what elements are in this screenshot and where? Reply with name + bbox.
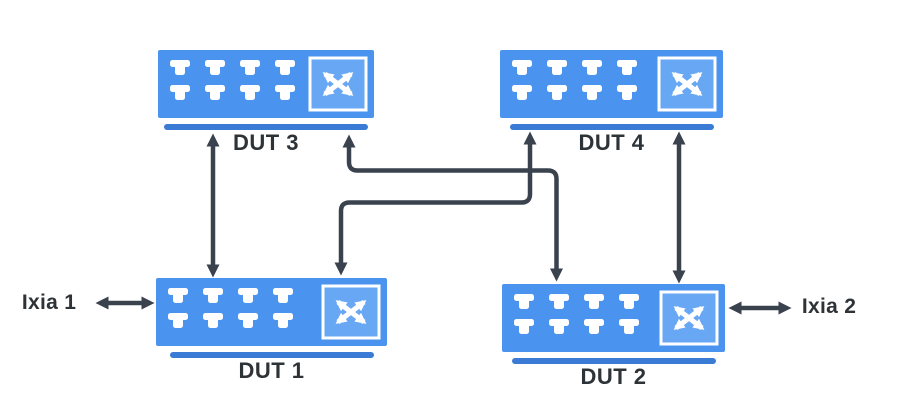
crossbar-switch-icon <box>321 284 381 340</box>
port-grid <box>170 60 295 100</box>
ethernet-port-icon <box>619 294 639 309</box>
ethernet-port-icon <box>275 85 295 100</box>
ethernet-port-icon <box>582 60 602 75</box>
device-label: DUT 2 <box>580 364 647 389</box>
switch-chassis <box>156 278 387 346</box>
ethernet-port-icon <box>203 313 223 328</box>
link-dut4-dut1 <box>334 131 537 276</box>
ethernet-port-icon <box>273 288 293 303</box>
ethernet-port-icon <box>203 288 223 303</box>
ethernet-port-icon <box>205 60 225 75</box>
ethernet-port-icon <box>240 85 260 100</box>
switch-chassis <box>500 50 723 118</box>
ethernet-port-icon <box>168 288 188 303</box>
ethernet-port-icon <box>238 313 258 328</box>
ethernet-port-icon <box>170 85 190 100</box>
ethernet-port-icon <box>275 60 295 75</box>
ethernet-port-icon <box>514 294 534 309</box>
crossbar-switch-icon <box>659 290 719 346</box>
ethernet-port-icon <box>205 85 225 100</box>
endpoint-label-ixia2: Ixia 2 <box>801 295 857 318</box>
ethernet-port-icon <box>584 319 604 334</box>
endpoint-label-ixia1: Ixia 1 <box>21 291 77 314</box>
ethernet-port-icon <box>582 85 602 100</box>
device-underline <box>169 352 374 358</box>
device-label: DUT 3 <box>232 130 300 155</box>
ethernet-port-icon <box>273 313 293 328</box>
ethernet-port-icon <box>547 60 567 75</box>
ethernet-port-icon <box>238 288 258 303</box>
port-grid <box>512 60 637 100</box>
device-dut4: DUT 4 <box>500 50 723 155</box>
device-dut3: DUT 3 <box>158 50 374 155</box>
port-grid <box>168 288 293 328</box>
ethernet-port-icon <box>512 60 532 75</box>
device-label: DUT 1 <box>238 358 305 383</box>
ethernet-port-icon <box>512 85 532 100</box>
ethernet-port-icon <box>617 60 637 75</box>
ethernet-port-icon <box>584 294 604 309</box>
device-underline <box>511 358 716 364</box>
device-dut2: DUT 2 <box>502 284 725 389</box>
ethernet-port-icon <box>240 60 260 75</box>
ethernet-port-icon <box>619 319 639 334</box>
device-dut1: DUT 1 <box>156 278 387 383</box>
ethernet-port-icon <box>617 85 637 100</box>
link-dut3-dut2 <box>342 134 563 282</box>
port-grid <box>514 294 639 334</box>
device-underline <box>164 124 368 130</box>
device-label: DUT 4 <box>578 130 645 155</box>
ethernet-port-icon <box>549 319 569 334</box>
crossbar-switch-icon <box>308 56 368 112</box>
switch-chassis <box>158 50 374 118</box>
ethernet-port-icon <box>170 60 190 75</box>
switch-chassis <box>502 284 725 352</box>
ethernet-port-icon <box>168 313 188 328</box>
device-underline <box>509 124 714 130</box>
ethernet-port-icon <box>547 85 567 100</box>
crossbar-switch-icon <box>657 56 717 112</box>
ethernet-port-icon <box>514 319 534 334</box>
ethernet-port-icon <box>549 294 569 309</box>
